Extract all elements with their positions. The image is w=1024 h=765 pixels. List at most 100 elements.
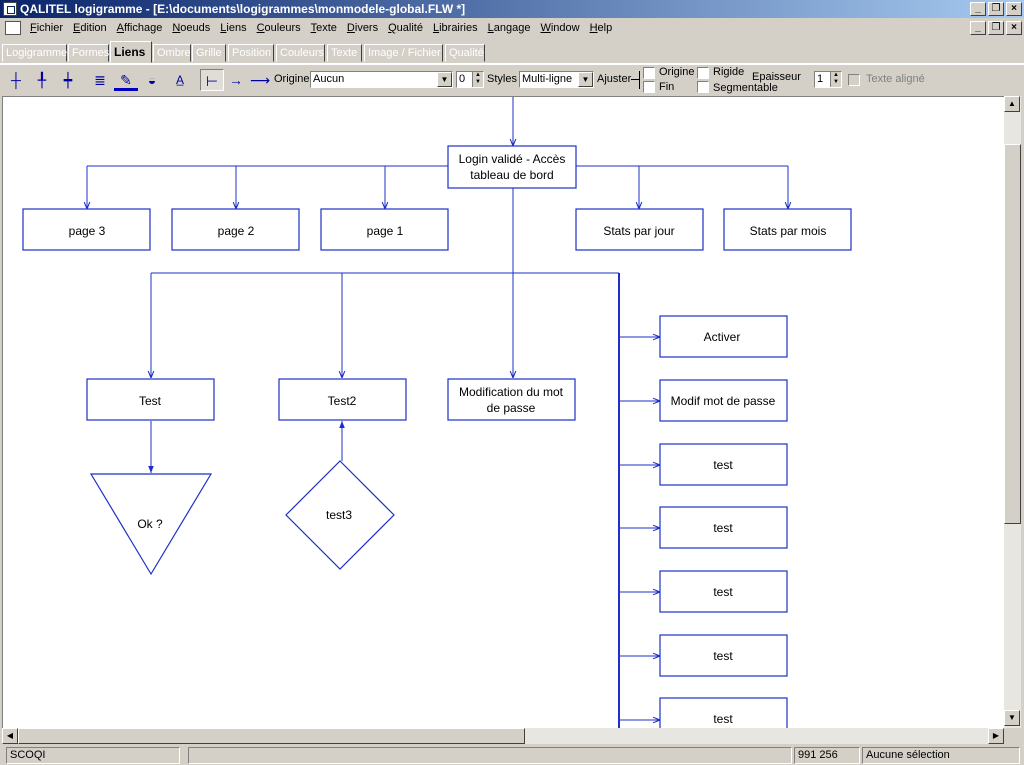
line-style-icon[interactable]: ≣ (94, 72, 106, 88)
doc-restore-button[interactable]: ❐ (988, 21, 1004, 35)
modif-mdp-line1: Modification du mot (459, 385, 564, 399)
origine-select[interactable]: Aucun ▼ (310, 71, 453, 88)
node-test3-diamond[interactable] (285, 460, 395, 570)
page1-label: page 1 (367, 224, 404, 238)
app-icon[interactable] (3, 2, 17, 16)
node-modif-mdp[interactable] (447, 378, 576, 421)
page3-label: page 3 (69, 224, 106, 238)
tab-formes[interactable]: Formes (68, 44, 109, 62)
login-line2: tableau de bord (470, 168, 553, 182)
menu-divers[interactable]: Divers (346, 22, 379, 34)
split-link-icon[interactable]: ┿ (63, 72, 73, 88)
node-test-b[interactable] (659, 506, 788, 549)
menu-qualite[interactable]: Qualité (388, 22, 423, 34)
node-test2[interactable] (278, 378, 407, 421)
node-ok-triangle[interactable] (89, 473, 213, 576)
menu-librairies[interactable]: Librairies (432, 22, 478, 34)
horizontal-scroll-thumb[interactable] (18, 728, 525, 744)
tab-logigramme[interactable]: Logigramme (2, 44, 67, 62)
menu-texte[interactable]: Texte (310, 22, 337, 34)
menu-help[interactable]: Help (589, 22, 613, 34)
link-toolbar: ┼ ╀ ┿ ≣ ✎ ◒ A̲ ⊢ → ⟶ Origine Aucun ▼ 0 ▲… (0, 64, 1024, 94)
restore-button[interactable]: ❐ (988, 2, 1004, 16)
menu-langage[interactable]: Langage (487, 22, 531, 34)
document-icon[interactable] (5, 21, 21, 35)
scroll-left-icon[interactable]: ◀ (2, 728, 18, 744)
test-a-label: test (713, 458, 733, 472)
node-page1[interactable] (320, 208, 449, 251)
close-button[interactable]: × (1006, 2, 1022, 16)
horizontal-scrollbar[interactable]: ◀ ▶ (2, 728, 1004, 744)
shape-icon[interactable]: ◒ (147, 72, 157, 88)
node-test-e[interactable] (659, 697, 788, 728)
cross-link-icon[interactable]: ┼ (11, 72, 21, 88)
node-test-a[interactable] (659, 443, 788, 486)
doc-minimize-button[interactable]: _ (970, 21, 986, 35)
arrow-end-icon[interactable]: ⟶ (249, 72, 271, 88)
status-bar: SCOQI 991 256 Aucune sélection (0, 746, 1024, 765)
chevron-down-icon[interactable]: ▼ (437, 72, 452, 87)
spinner-arrows-icon[interactable]: ▲▼ (830, 72, 841, 87)
node-stats-mois[interactable] (723, 208, 852, 251)
arrow-middle-icon[interactable]: → (229, 72, 243, 88)
page2-label: page 2 (218, 224, 255, 238)
stats-mois-label: Stats par mois (750, 224, 827, 238)
text-format-icon[interactable]: A̲ (175, 73, 184, 87)
menu-couleurs[interactable]: Couleurs (256, 22, 301, 34)
node-page3[interactable] (22, 208, 151, 251)
menu-affichage[interactable]: Affichage (116, 22, 163, 34)
chevron-down-icon[interactable]: ▼ (578, 72, 593, 87)
tab-liens[interactable]: Liens (110, 41, 152, 63)
styles-label: Styles (487, 73, 517, 85)
bend-link-icon[interactable]: ╀ (37, 72, 47, 88)
segmentable-checkbox[interactable] (697, 81, 709, 93)
origine-checkbox[interactable] (643, 67, 655, 79)
menu-bar: Fichier Edition Affichage Noeuds Liens C… (0, 18, 1024, 38)
tab-texte[interactable]: Texte (327, 44, 362, 62)
menu-noeuds[interactable]: Noeuds (172, 22, 211, 34)
diagram-canvas[interactable]: Login validé - Accès tableau de bord pag… (2, 96, 1004, 728)
doc-close-button[interactable]: × (1006, 21, 1022, 35)
pen-color-icon[interactable]: ✎ (114, 69, 138, 91)
menu-fichier[interactable]: Fichier (30, 22, 64, 34)
menu-edition[interactable]: Edition (73, 22, 107, 34)
node-test-d[interactable] (659, 634, 788, 677)
origine-spinner[interactable]: 0 ▲▼ (456, 71, 484, 88)
node-activer[interactable] (659, 315, 788, 358)
test2-label: Test2 (328, 394, 357, 408)
rigide-checkbox[interactable] (697, 67, 709, 79)
arrow-start-icon[interactable]: ⊢ (200, 69, 224, 91)
origine-checkbox-label: Origine (659, 66, 695, 78)
styles-select[interactable]: Multi-ligne ▼ (519, 71, 594, 88)
node-page2[interactable] (171, 208, 300, 251)
status-left-panel: SCOQI (6, 747, 180, 764)
flowchart[interactable]: Login validé - Accès tableau de bord pag… (3, 97, 1004, 728)
minimize-button[interactable]: _ (970, 2, 986, 16)
ok-label: Ok ? (137, 517, 163, 531)
vertical-scroll-thumb[interactable] (1004, 144, 1021, 524)
scroll-down-icon[interactable]: ▼ (1004, 710, 1020, 726)
scroll-up-icon[interactable]: ▲ (1004, 96, 1020, 112)
test3-label: test3 (326, 508, 352, 522)
origine-spinner-value: 0 (459, 73, 466, 85)
node-modif-mot[interactable] (659, 379, 788, 422)
menu-window[interactable]: Window (540, 22, 580, 34)
node-test-c[interactable] (659, 570, 788, 613)
node-stats-jour[interactable] (575, 208, 704, 251)
tab-image-fichier[interactable]: Image / Fichier (364, 44, 443, 62)
epaisseur-spinner[interactable]: 1 ▲▼ (814, 71, 842, 88)
scroll-right-icon[interactable]: ▶ (988, 728, 1004, 744)
fin-checkbox[interactable] (643, 81, 655, 93)
node-login[interactable] (447, 145, 577, 189)
vertical-scrollbar[interactable]: ▲ ▼ (1004, 96, 1021, 728)
tab-position[interactable]: Position (228, 44, 274, 62)
texte-aligne-checkbox[interactable] (848, 74, 860, 86)
node-test[interactable] (86, 378, 215, 421)
test-b-label: test (713, 521, 733, 535)
spinner-arrows-icon[interactable]: ▲▼ (472, 72, 483, 87)
tab-qualite[interactable]: Qualité (445, 44, 485, 62)
tab-couleurs[interactable]: Couleurs (276, 44, 325, 62)
tab-grille[interactable]: Grille (192, 44, 226, 62)
menu-liens[interactable]: Liens (220, 22, 247, 34)
tab-ombre[interactable]: Ombre (153, 44, 191, 62)
